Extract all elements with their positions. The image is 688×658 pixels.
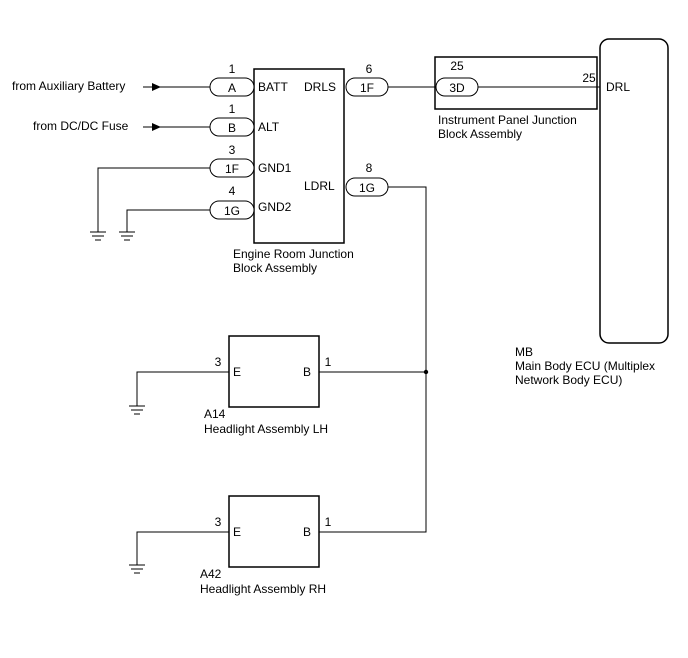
headlight-rh-name: Headlight Assembly RH [200,582,326,596]
wire-gnd2 [126,209,210,232]
pin-label-ecu-drl: DRL [606,80,630,94]
pin-num-drls: 6 [366,62,373,76]
connector-drls-label: 1F [360,81,374,95]
headlight-rh-code: A42 [200,567,222,581]
pin-label-ldrl: LDRL [304,179,335,193]
wire-lh-e [136,371,229,406]
ip-jb-name-line1: Instrument Panel Junction [438,113,577,127]
arrow-icon [152,83,161,91]
headlight-rh-pin-b-label: B [303,525,311,539]
headlight-lh-pin-b-num: 1 [325,355,332,369]
ecu-name-line1: Main Body ECU (Multiplex [515,359,655,373]
splice-point [423,369,429,375]
headlight-rh-pin-b-num: 1 [325,515,332,529]
ecu-code: MB [515,345,533,359]
headlight-assembly-rh [228,495,320,568]
main-body-ecu [599,38,669,344]
pin-num-alt: 1 [229,102,236,116]
engine-jb-name-line2: Block Assembly [233,261,317,275]
ground-icon [119,231,135,241]
pin-num-ip-jb: 25 [450,59,464,73]
headlight-lh-pin-e-label: E [233,365,241,379]
connector-alt-label: B [228,121,236,135]
headlight-rh-pin-e-num: 3 [215,515,222,529]
pin-num-ldrl: 8 [366,161,373,175]
ground-icon [129,564,145,574]
pin-num-batt: 1 [229,62,236,76]
source-label-dcdc-fuse: from DC/DC Fuse [33,119,129,133]
ecu-name-line2: Network Body ECU) [515,373,622,387]
engine-room-junction-block [253,68,345,244]
pin-label-drls: DRLS [304,80,336,94]
connector-batt [209,77,255,97]
wire-ldrl [319,186,427,533]
headlight-lh-code: A14 [204,407,226,421]
connector-batt-label: A [228,81,236,95]
ground-icon [129,405,145,415]
ip-jb-name-line2: Block Assembly [438,127,522,141]
connector-gnd1-label: 1F [225,162,239,176]
engine-jb-name-line1: Engine Room Junction [233,247,354,261]
ground-icon [90,231,106,241]
headlight-assembly-lh [228,335,320,408]
headlight-rh-pin-e-label: E [233,525,241,539]
wire-rh-e [136,531,229,565]
pin-label-alt: ALT [258,120,280,134]
arrow-icon [152,123,161,131]
pin-num-ecu-drl: 25 [582,71,596,85]
headlight-lh-pin-e-num: 3 [215,355,222,369]
pin-label-gnd1: GND1 [258,161,292,175]
pin-num-gnd2: 4 [229,184,236,198]
pin-num-gnd1: 3 [229,143,236,157]
source-label-aux-battery: from Auxiliary Battery [12,79,125,93]
pin-label-batt: BATT [258,80,288,94]
headlight-lh-name: Headlight Assembly LH [204,422,328,436]
connector-ip-jb-label: 3D [449,81,465,95]
connector-gnd2-label: 1G [224,204,240,218]
connector-alt [209,117,255,137]
connector-ldrl-label: 1G [359,181,375,195]
wire-gnd1 [97,167,210,232]
headlight-lh-pin-b-label: B [303,365,311,379]
pin-label-gnd2: GND2 [258,200,292,214]
